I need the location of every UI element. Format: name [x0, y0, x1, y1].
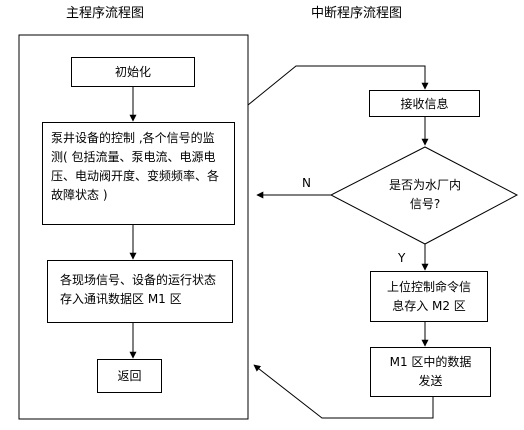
decision-line-1: 是否为水厂内	[388, 178, 461, 192]
store-line-2: 存入通讯数据区 M1 区	[60, 292, 182, 306]
return-box: 返回	[97, 359, 162, 393]
init-box: 初始化	[71, 57, 195, 87]
send-line-1: M1 区中的数据	[389, 355, 472, 369]
receive-label: 接收信息	[400, 96, 449, 111]
interrupt-program-title: 中断程序流程图	[311, 6, 403, 21]
yes-branch-label: Y	[398, 251, 406, 265]
arrow-send-to-main	[253, 364, 434, 419]
main-program-title: 主程序流程图	[66, 6, 145, 21]
return-label: 返回	[117, 369, 142, 383]
send-data-box: M1 区中的数据 发送	[370, 347, 491, 397]
store-cmd-line-1: 上位控制命令信	[386, 279, 471, 294]
arrow-entry-to-receive	[247, 65, 429, 106]
send-line-2: 发送	[418, 374, 443, 388]
store-cmd-line-2: 息存入 M2 区	[392, 298, 466, 313]
control-line-1: 泵井设备的控制 ,各个信号的监	[51, 131, 215, 145]
store-line-1: 各现场信号、设备的运行状态	[60, 273, 217, 287]
decision-line-2: 信号?	[409, 197, 441, 211]
decision-text: 是否为水厂内 信号?	[360, 176, 490, 214]
store-command-box: 上位控制命令信 息存入 M2 区	[370, 271, 488, 322]
control-line-3: 压、电动阀开度、变频频率、各	[51, 169, 220, 183]
control-line-4: 故障状态 )	[51, 188, 108, 202]
control-monitor-box: 泵井设备的控制 ,各个信号的监 测( 包括流量、泵电流、电源电 压、电动阀开度、…	[42, 122, 235, 225]
init-label: 初始化	[114, 65, 151, 79]
control-line-2: 测( 包括流量、泵电流、电源电	[51, 150, 216, 164]
no-branch-label: N	[302, 176, 311, 190]
store-signals-box: 各现场信号、设备的运行状态 存入通讯数据区 M1 区	[47, 260, 233, 323]
receive-box: 接收信息	[369, 90, 480, 117]
main-program-frame	[18, 34, 249, 420]
